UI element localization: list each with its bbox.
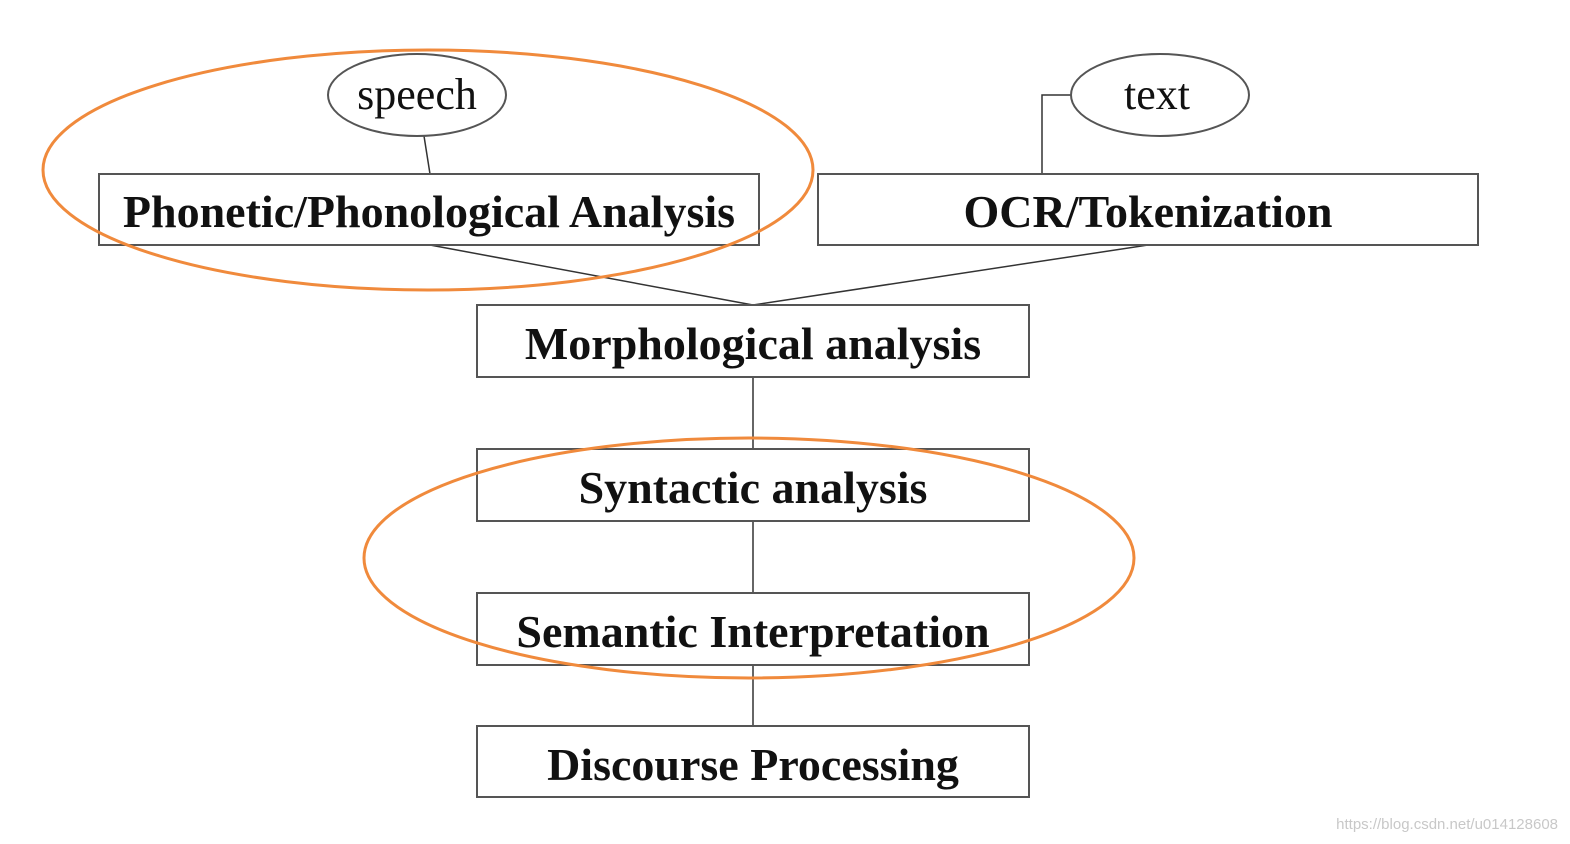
morphological-analysis-box: Morphological analysis: [476, 304, 1030, 378]
discourse-processing-label: Discourse Processing: [547, 739, 959, 790]
text-node: text: [1070, 53, 1250, 137]
phonetic-analysis-box: Phonetic/Phonological Analysis: [98, 173, 760, 246]
connector-phonetic-morphological: [429, 244, 754, 306]
semantic-interpretation-box: Semantic Interpretation: [476, 592, 1030, 666]
morphological-analysis-label: Morphological analysis: [525, 318, 981, 369]
semantic-interpretation-label: Semantic Interpretation: [516, 606, 989, 657]
ocr-tokenization-label: OCR/Tokenization: [964, 186, 1333, 237]
syntactic-analysis-box: Syntactic analysis: [476, 448, 1030, 522]
connector-text-ocr: [1041, 94, 1072, 174]
phonetic-analysis-label: Phonetic/Phonological Analysis: [123, 186, 735, 237]
text-label: text: [1124, 70, 1190, 119]
connector-speech-phonetic: [423, 135, 431, 175]
speech-node: speech: [327, 53, 507, 137]
discourse-processing-box: Discourse Processing: [476, 725, 1030, 798]
ocr-tokenization-box: OCR/Tokenization: [817, 173, 1479, 246]
syntactic-analysis-label: Syntactic analysis: [579, 462, 928, 513]
watermark: https://blog.csdn.net/u014128608: [1336, 816, 1558, 833]
speech-label: speech: [357, 70, 477, 119]
highlight-speech-phonetic: [41, 48, 815, 292]
connector-ocr-morphological: [752, 244, 1149, 306]
highlight-syntactic-semantic: [362, 436, 1136, 680]
